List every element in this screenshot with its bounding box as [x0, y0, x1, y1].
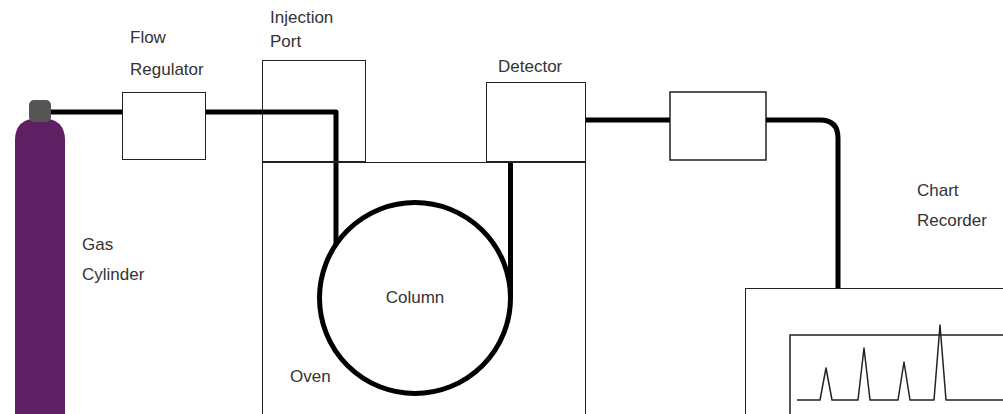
gas-line — [586, 120, 838, 288]
detector-outline — [486, 82, 586, 162]
chromatogram-trace — [797, 325, 1003, 400]
chart-recorder: Chart Recorder — [745, 176, 1003, 414]
gas-line — [206, 110, 262, 115]
gas-line — [262, 112, 336, 244]
node-label: Detector — [498, 56, 584, 78]
injection-port-outline — [262, 60, 366, 162]
detector: Detector — [486, 56, 586, 162]
gas-cylinder-outline — [12, 96, 68, 414]
column: Column — [317, 200, 513, 396]
node-label: Column — [317, 287, 513, 309]
recorder-screen — [790, 335, 1003, 414]
gas-cylinder: Gas Cylinder — [12, 96, 172, 414]
chart-recorder-outline — [745, 288, 1003, 414]
node-label: Gas Cylinder — [82, 230, 162, 290]
injection-port: Injection Port — [262, 6, 366, 162]
node-label: Flow Regulator — [130, 22, 208, 86]
flow-regulator: Flow Regulator — [122, 22, 208, 162]
node-label: Injection Port — [270, 6, 360, 54]
oven: OvenColumn — [262, 162, 586, 414]
gas-line — [40, 110, 122, 115]
flow-regulator-outline — [122, 92, 206, 160]
signal-box — [670, 92, 766, 160]
node-label: Chart Recorder — [917, 176, 999, 236]
